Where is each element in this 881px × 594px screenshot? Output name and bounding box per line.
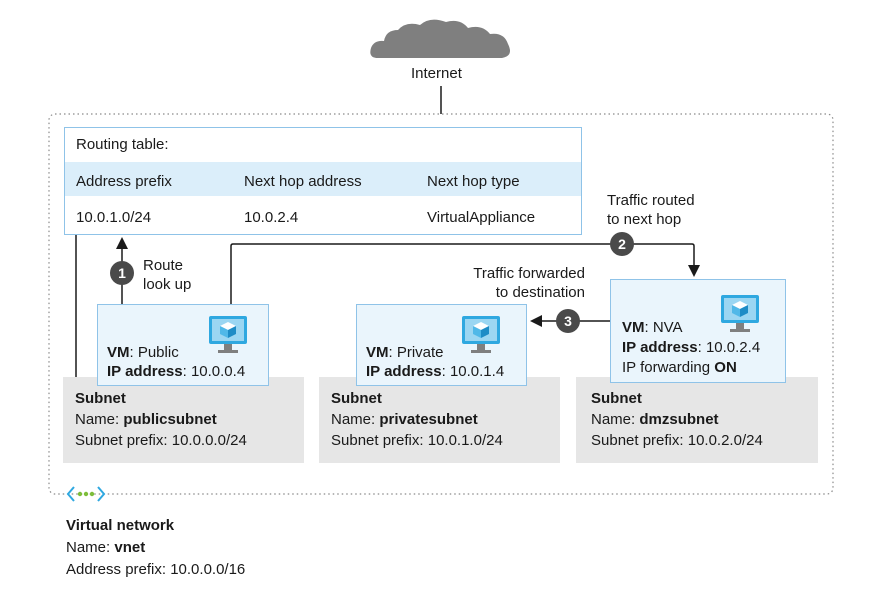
subnet-name: Name: privatesubnet [331,411,478,428]
vm-icon [209,316,247,353]
internet-label: Internet [411,65,462,82]
vm-private: VM: Private IP address: 10.0.1.4 [356,304,527,386]
subnet-prefix: Subnet prefix: 10.0.0.0/24 [75,432,247,449]
vm-name: VM: Private [366,344,444,361]
vm-public: VM: Public IP address: 10.0.0.4 [97,304,269,386]
step-2-label: Traffic routed to next hop [607,192,695,228]
step2-arrow [230,243,700,304]
subnet-name: Name: dmzsubnet [591,411,719,428]
vm-ip-forwarding: IP forwarding ON [622,359,737,376]
column-address-prefix: Address prefix [76,173,172,190]
vm-name: VM: Public [107,344,179,361]
vm-ip: IP address: 10.0.0.4 [107,363,246,380]
vnet-boundary [48,113,834,495]
cell-next-hop-address: 10.0.2.4 [244,209,299,226]
subnet-title: Subnet [75,390,126,407]
subnet-prefix: Subnet prefix: 10.0.2.0/24 [591,432,763,449]
vnet-name: Name: vnet [66,539,146,556]
step-1-label: Route look up [143,257,192,293]
vnet-icon [66,486,106,502]
step-3-badge: 3 [556,309,580,333]
cell-next-hop-type: VirtualAppliance [427,209,536,226]
step-1-badge: 1 [110,261,134,285]
step-2-badge: 2 [610,232,634,256]
vm-ip: IP address: 10.0.2.4 [622,339,761,356]
cell-address-prefix: 10.0.1.0/24 [76,209,152,226]
vm-icon [721,295,759,332]
subnet-private: Subnet Name: privatesubnet Subnet prefix… [319,377,560,463]
vnet-prefix: Address prefix: 10.0.0.0/16 [66,561,246,578]
subnet-public: Subnet Name: publicsubnet Subnet prefix:… [63,377,304,463]
routing-table: Routing table: Address prefix Next hop a… [64,127,582,235]
vm-icon [462,316,500,353]
subnet-prefix: Subnet prefix: 10.0.1.0/24 [331,432,503,449]
vm-name: VM: NVA [622,319,683,336]
subnet-title: Subnet [591,390,642,407]
vnet-title: Virtual network [66,517,175,534]
subnet-title: Subnet [331,390,382,407]
subnet-dmz: Subnet Name: dmzsubnet Subnet prefix: 10… [576,377,818,463]
column-next-hop-address: Next hop address [244,173,362,190]
step-3-label: Traffic forwarded to destination [473,265,585,301]
subnet-name: Name: publicsubnet [75,411,217,428]
vm-nva: VM: NVA IP address: 10.0.2.4 IP forwardi… [610,279,786,383]
routing-table-title: Routing table: [76,136,169,153]
cloud-icon [370,19,510,59]
vm-ip: IP address: 10.0.1.4 [366,363,505,380]
column-next-hop-type: Next hop type [427,173,520,190]
